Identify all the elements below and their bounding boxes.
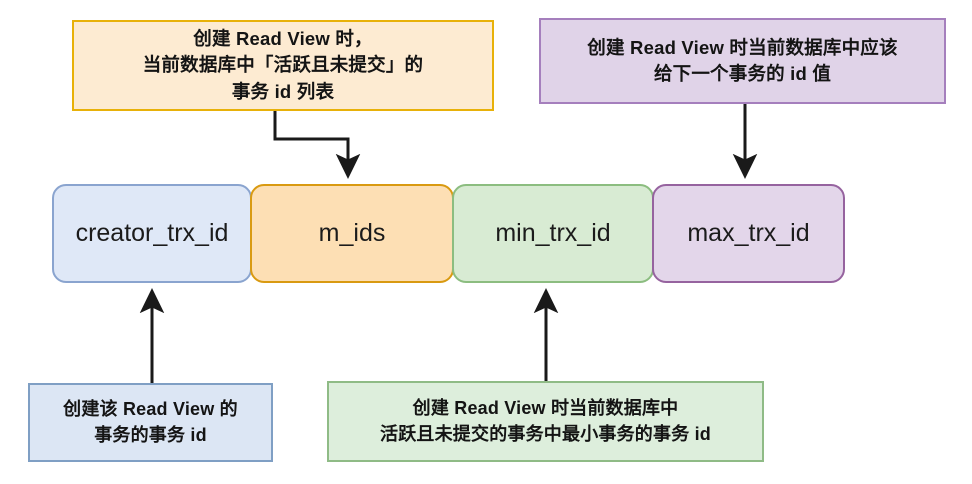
note-max-trx-id-line-1: 创建 Read View 时当前数据库中应该	[587, 36, 898, 58]
field-creator-trx-id-label: creator_trx_id	[75, 219, 229, 247]
note-max-trx-id: 创建 Read View 时当前数据库中应该 给下一个事务的 id 值	[539, 18, 946, 104]
note-min-trx-id-line-2: 活跃且未提交的事务中最小事务的事务 id	[380, 423, 711, 444]
note-m-ids-line-2: 当前数据库中「活跃且未提交」的	[142, 54, 424, 76]
field-creator-trx-id[interactable]: creator_trx_id	[52, 184, 252, 283]
note-m-ids-line-3: 事务 id 列表	[231, 80, 335, 102]
note-creator-trx-id-line-1: 创建该 Read View 的	[63, 398, 238, 419]
field-max-trx-id-label: max_trx_id	[687, 219, 810, 247]
arrow-m-ids	[273, 111, 361, 179]
field-m-ids[interactable]: m_ids	[250, 184, 454, 283]
note-max-trx-id-line-2: 给下一个事务的 id 值	[653, 63, 832, 84]
field-max-trx-id[interactable]: max_trx_id	[652, 184, 845, 283]
field-min-trx-id[interactable]: min_trx_id	[452, 184, 654, 283]
note-min-trx-id: 创建 Read View 时当前数据库中 活跃且未提交的事务中最小事务的事务 i…	[327, 381, 764, 462]
note-creator-trx-id-line-2: 事务的事务 id	[94, 424, 207, 445]
note-m-ids: 创建 Read View 时， 当前数据库中「活跃且未提交」的 事务 id 列表	[72, 20, 494, 111]
note-min-trx-id-line-1: 创建 Read View 时当前数据库中	[412, 397, 679, 418]
note-m-ids-line-1: 创建 Read View 时，	[193, 28, 373, 50]
field-m-ids-label: m_ids	[318, 219, 386, 247]
field-min-trx-id-label: min_trx_id	[495, 219, 611, 247]
note-creator-trx-id: 创建该 Read View 的 事务的事务 id	[28, 383, 273, 462]
